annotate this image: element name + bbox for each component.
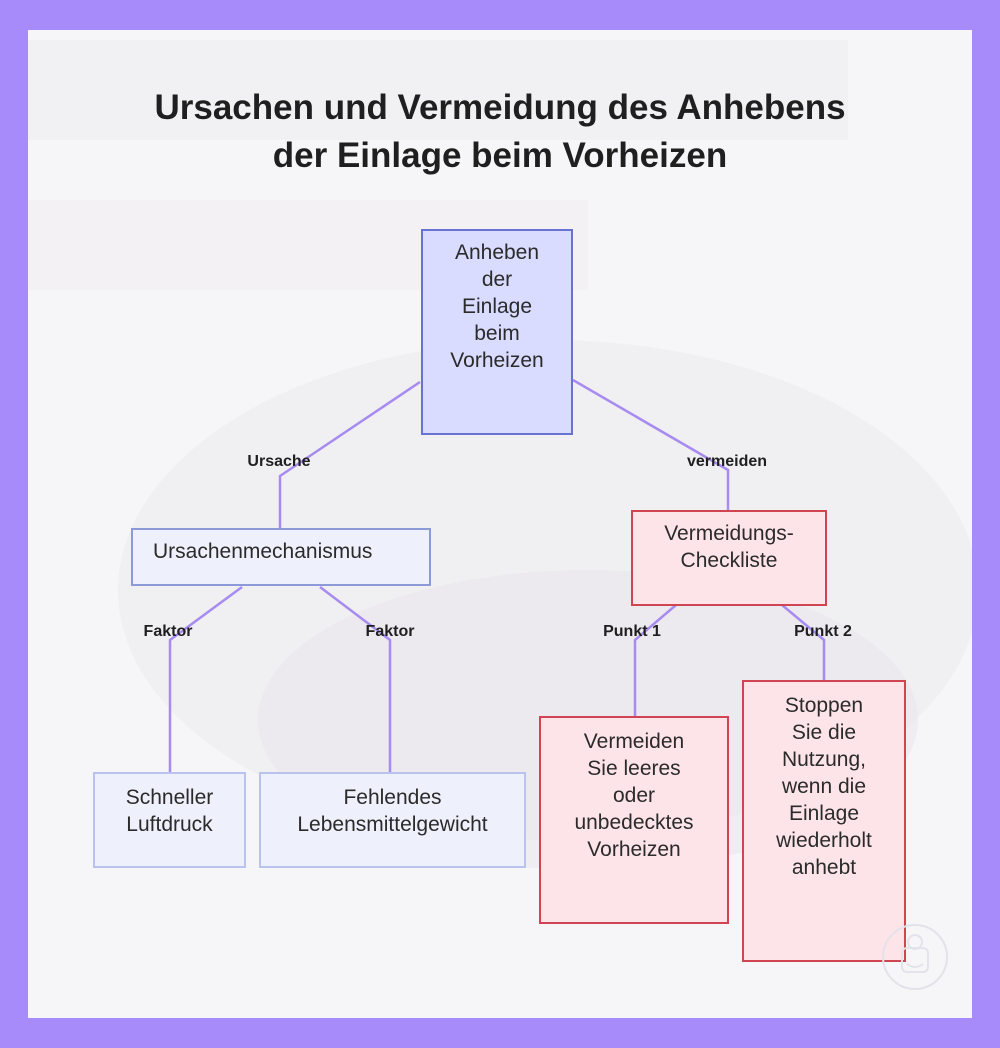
node-point-1: Vermeiden Sie leeres oder unbedecktes Vo… [539, 716, 729, 924]
edge-checklist-point2 [781, 604, 826, 681]
edge-label-point-2: Punkt 2 [794, 623, 852, 640]
edge-label-point-1: Punkt 1 [603, 623, 661, 640]
title-line-2: der Einlage beim Vorheizen [272, 136, 728, 175]
node-root: Anheben der Einlage beim Vorheizen [421, 229, 573, 435]
edge-label-cause: Ursache [247, 453, 311, 470]
chef-logo-icon [882, 924, 948, 990]
edge-checklist-point1 [633, 604, 677, 717]
node-air-pressure: Schneller Luftdruck [93, 772, 246, 868]
edge-lines [168, 378, 826, 773]
edge-cause-air [168, 585, 243, 773]
edge-root-checklist [572, 378, 730, 511]
edge-label-factor-1: Faktor [143, 623, 193, 640]
node-checklist: Vermeidungs- Checkliste [631, 510, 827, 606]
edge-label-avoid: vermeiden [686, 453, 768, 470]
edge-root-cause [278, 380, 421, 528]
node-cause-mechanism: Ursachenmechanismus [131, 528, 431, 586]
node-point-2: Stoppen Sie die Nutzung, wenn die Einlag… [742, 680, 906, 962]
title-line-1: Ursachen und Vermeidung des Anhebens [154, 88, 846, 127]
edge-label-factor-2: Faktor [365, 623, 415, 640]
edge-cause-food [319, 586, 392, 773]
diagram-title: Ursachen und Vermeidung des Anhebens der… [28, 84, 972, 180]
node-food-weight: Fehlendes Lebensmittelgewicht [259, 772, 526, 868]
diagram-frame: Ursachen und Vermeidung des Anhebens der… [28, 30, 972, 1018]
